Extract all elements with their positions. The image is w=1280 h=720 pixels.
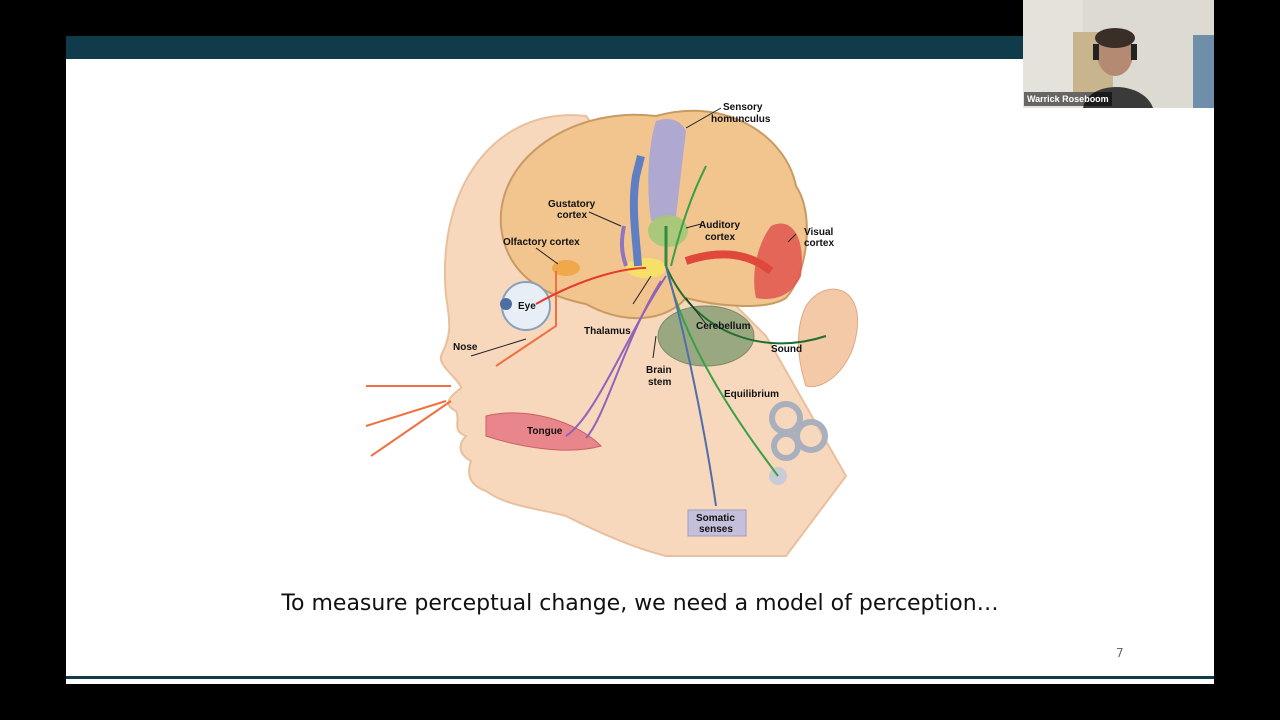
label-sensory-homunculus-1: Sensory bbox=[723, 102, 763, 113]
tongue-shape bbox=[485, 412, 602, 451]
leader-lines bbox=[470, 107, 797, 359]
label-visual-1: Visual bbox=[804, 227, 833, 238]
inner-ear-shape bbox=[769, 401, 828, 461]
label-thalamus: Thalamus bbox=[584, 326, 631, 337]
label-somatic-2: senses bbox=[699, 524, 733, 535]
label-visual-2: cortex bbox=[804, 238, 834, 249]
label-gustatory-1: Gustatory bbox=[548, 199, 596, 210]
label-tongue: Tongue bbox=[527, 426, 563, 437]
ear-shape bbox=[798, 288, 858, 388]
visual-cortex-region bbox=[754, 223, 802, 299]
slide-header-bar bbox=[66, 36, 1214, 59]
label-auditory-1: Auditory bbox=[699, 220, 741, 231]
slide-caption: To measure perceptual change, we need a … bbox=[281, 591, 999, 616]
label-cerebellum: Cerebellum bbox=[696, 321, 751, 332]
auditory-cortex-region bbox=[648, 215, 688, 247]
label-auditory-2: cortex bbox=[705, 232, 735, 243]
slide-footer-line bbox=[66, 676, 1214, 679]
presentation-slide: Sensory homunculus Gustatory cortex Audi… bbox=[66, 36, 1214, 684]
label-gustatory-2: cortex bbox=[557, 210, 587, 221]
sensory-homunculus-region bbox=[648, 119, 686, 221]
label-nose: Nose bbox=[453, 342, 478, 353]
sensory-arrows bbox=[365, 155, 827, 507]
participant-name-tag: Warrick Roseboom bbox=[1024, 92, 1112, 106]
label-sound: Sound bbox=[771, 344, 802, 355]
brain-senses-illustration: Sensory homunculus Gustatory cortex Audi… bbox=[365, 102, 858, 557]
label-eye: Eye bbox=[518, 301, 536, 312]
label-olfactory: Olfactory cortex bbox=[503, 237, 580, 248]
olfactory-region bbox=[552, 260, 580, 276]
label-brain-stem-1: Brain bbox=[646, 365, 672, 376]
slide-page-number: 7 bbox=[1116, 646, 1124, 660]
label-brain-stem-2: stem bbox=[648, 377, 671, 388]
label-sensory-homunculus-2: homunculus bbox=[711, 114, 771, 125]
label-equilibrium: Equilibrium bbox=[724, 389, 779, 400]
somatic-senses-box bbox=[687, 509, 747, 537]
label-somatic-1: Somatic bbox=[696, 513, 735, 524]
